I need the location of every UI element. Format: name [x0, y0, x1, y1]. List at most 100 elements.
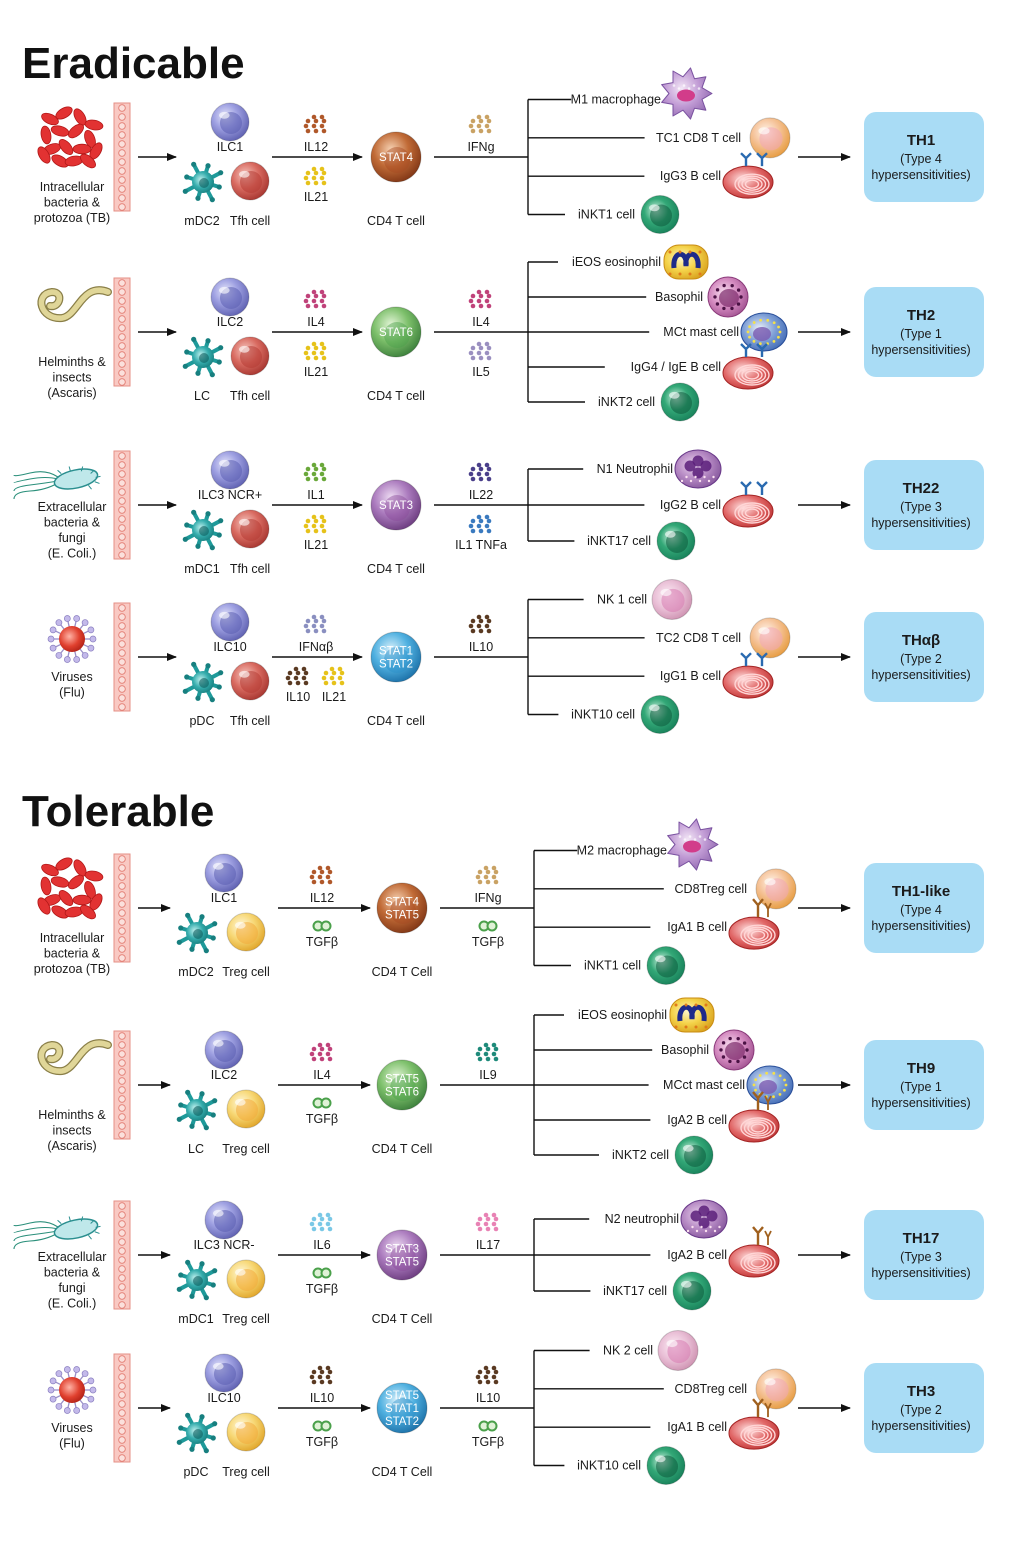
th-subset-subtitle: (Type 3: [900, 1250, 942, 1264]
pathogen-label: Helminths &: [38, 355, 106, 369]
stat-label: STAT4: [385, 897, 420, 909]
effector-cell: IgA2 B cell: [534, 1226, 780, 1278]
pathogen-label: Extracellular: [38, 1250, 107, 1264]
cytokine-label: IL21: [304, 190, 328, 204]
cytokine-label: IL10: [476, 1391, 500, 1405]
effector-cell: IgG2 B cell: [528, 481, 774, 528]
cytokine-dots-icon: [309, 1365, 333, 1385]
cytokine-dots-icon: [303, 462, 327, 482]
effector-label: Basophil: [655, 290, 703, 304]
cytokine-dots-icon: [303, 514, 327, 534]
cytokine-label: TGFβ: [306, 935, 338, 949]
macrophage-icon: [667, 818, 719, 871]
cytokine-label: IFNg: [474, 891, 501, 905]
cytokine-dots-icon: [309, 865, 333, 885]
ilc-cell-icon: [204, 1200, 244, 1240]
cytokine-dots-icon: [468, 462, 492, 482]
section-title: Eradicable: [22, 39, 245, 88]
nkt-cell-icon: [672, 1271, 712, 1311]
cytokine-dots-icon: [475, 865, 499, 885]
pathogen-label: Intracellular: [40, 931, 105, 945]
epithelium-barrier: [113, 102, 131, 212]
stat-label: STAT5: [385, 910, 419, 922]
ilc-label: ILC10: [207, 1391, 240, 1405]
ilc-label: ILC1: [211, 891, 237, 905]
effector-cell: MCct mast cell: [534, 1065, 794, 1105]
cytokine-label: IL17: [476, 1238, 500, 1252]
cd4-label: CD4 T Cell: [372, 965, 433, 979]
dendritic-cell-icon: [182, 661, 224, 703]
cytokine-dots-icon: [468, 289, 492, 309]
cd4-label: CD4 T Cell: [372, 1312, 433, 1326]
th-subset-subtitle: (Type 2: [900, 652, 942, 666]
effector-cell: iNKT1 cell: [528, 195, 680, 234]
th-subset-subtitle: hypersensitivities): [871, 1266, 970, 1280]
cytokine-dots-icon: [303, 166, 327, 186]
th-subset-subtitle: hypersensitivities): [871, 919, 970, 933]
effector-cell: Basophil: [528, 276, 749, 318]
cd4-t-cell-icon: STAT4: [370, 131, 422, 183]
ilc-label: ILC3 NCR-: [193, 1238, 254, 1252]
pathogen: Helminths &insects(Ascaris): [37, 1039, 112, 1153]
eosinophil-icon: [669, 997, 715, 1033]
neutrophil-icon: [680, 1199, 728, 1239]
effector-label: N2 neutrophil: [605, 1212, 679, 1226]
cytokine-dots-icon: [309, 1212, 333, 1232]
effector-label: N1 Neutrophil: [597, 462, 673, 476]
nkt-cell-icon: [640, 195, 680, 234]
pathogen-label: Intracellular: [40, 180, 105, 194]
pathogen-label: fungi: [58, 531, 85, 545]
section-title: Tolerable: [22, 787, 214, 836]
epithelium-barrier: [113, 1353, 131, 1463]
iga-b-cell-icon: [728, 1226, 780, 1278]
th-subset-title: TH1-like: [892, 883, 950, 900]
neutrophil-icon: [674, 449, 722, 489]
helper-cell-label: Tfh cell: [230, 562, 270, 576]
dendritic-cell-icon: [176, 1259, 218, 1301]
cytokine-dots-icon: [468, 614, 492, 634]
effector-label: IgG3 B cell: [660, 169, 721, 183]
nkt-cell-icon: [646, 946, 686, 985]
ilc-cell-icon: [210, 277, 250, 317]
cytokine-label: IFNαβ: [299, 640, 334, 654]
stat-label: STAT3: [379, 500, 413, 512]
pathogen-label: (Flu): [59, 686, 85, 700]
th-subset-subtitle: hypersensitivities): [871, 168, 970, 182]
effector-label: Basophil: [661, 1043, 709, 1057]
ilc-cell-icon: [210, 450, 250, 490]
th-subset-subtitle: hypersensitivities): [871, 1419, 970, 1433]
cd8-t-cell-icon: [749, 117, 791, 159]
helper-cell-label: Treg cell: [222, 1312, 269, 1326]
cytokine-dots-icon: [475, 1212, 499, 1232]
effector-label: iNKT1 cell: [578, 208, 635, 222]
effector-cell: iNKT10 cell: [534, 1446, 686, 1485]
effector-cell: iNKT2 cell: [528, 382, 700, 422]
cd4-label: CD4 T Cell: [372, 1142, 433, 1156]
pathogen-label: Extracellular: [38, 500, 107, 514]
nkt-cell-icon: [656, 521, 696, 561]
mast-cell-icon: [740, 312, 788, 352]
helminth-icon: [37, 1039, 112, 1076]
cytokine-label: IL12: [310, 891, 334, 905]
nk-cell-icon: [657, 1330, 699, 1371]
cytokine-dots-icon: [303, 614, 327, 634]
effector-label: CD8Treg cell: [675, 882, 747, 896]
effector-label: iNKT2 cell: [598, 395, 655, 409]
cd4-label: CD4 T cell: [367, 389, 425, 403]
cytokine-dots-icon: [285, 666, 309, 686]
effector-label: iNKT10 cell: [571, 708, 635, 722]
pathogen: Viruses(Flu): [47, 1366, 97, 1451]
effector-label: iNKT17 cell: [587, 534, 651, 548]
dc-label: mDC2: [178, 965, 213, 979]
pathogen-label: Helminths &: [38, 1108, 106, 1122]
cytokine-label: IL1: [307, 488, 324, 502]
cytokine-label: TGFβ: [472, 935, 504, 949]
